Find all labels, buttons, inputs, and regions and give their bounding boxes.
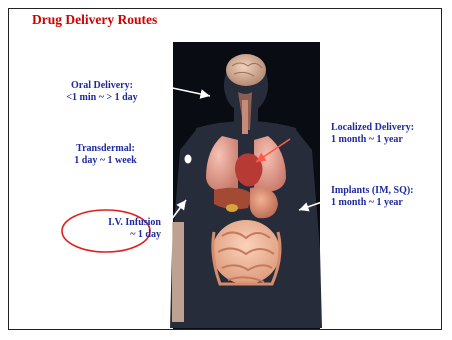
transdermal-label-line1: Transdermal: [58,143,153,155]
implants-label-line1: Implants (IM, SQ): [331,185,441,197]
localized-label-line1: Localized Delivery: [331,122,441,134]
oral-delivery-label: Oral Delivery: <1 min ~ > 1 day [42,80,162,104]
localized-label-line2: 1 month ~ 1 year [331,134,441,146]
iv-infusion-label: I.V. Infusion ~ 1 day [81,217,161,241]
implants-label-line2: 1 month ~ 1 year [331,197,441,209]
oral-label-line1: Oral Delivery: [42,80,162,92]
brain [226,54,266,86]
transdermal-label: Transdermal: 1 day ~ 1 week [58,143,153,167]
transdermal-label-line2: 1 day ~ 1 week [58,155,153,167]
oral-label-line2: <1 min ~ > 1 day [42,92,162,104]
iv-tube [172,222,184,322]
localized-delivery-label: Localized Delivery: 1 month ~ 1 year [331,122,441,146]
iv-label-line1: I.V. Infusion [81,217,161,229]
transdermal-patch [185,155,192,164]
implants-label: Implants (IM, SQ): 1 month ~ 1 year [331,185,441,209]
iv-label-line2: ~ 1 day [81,229,161,241]
oral-arrow [163,86,210,96]
